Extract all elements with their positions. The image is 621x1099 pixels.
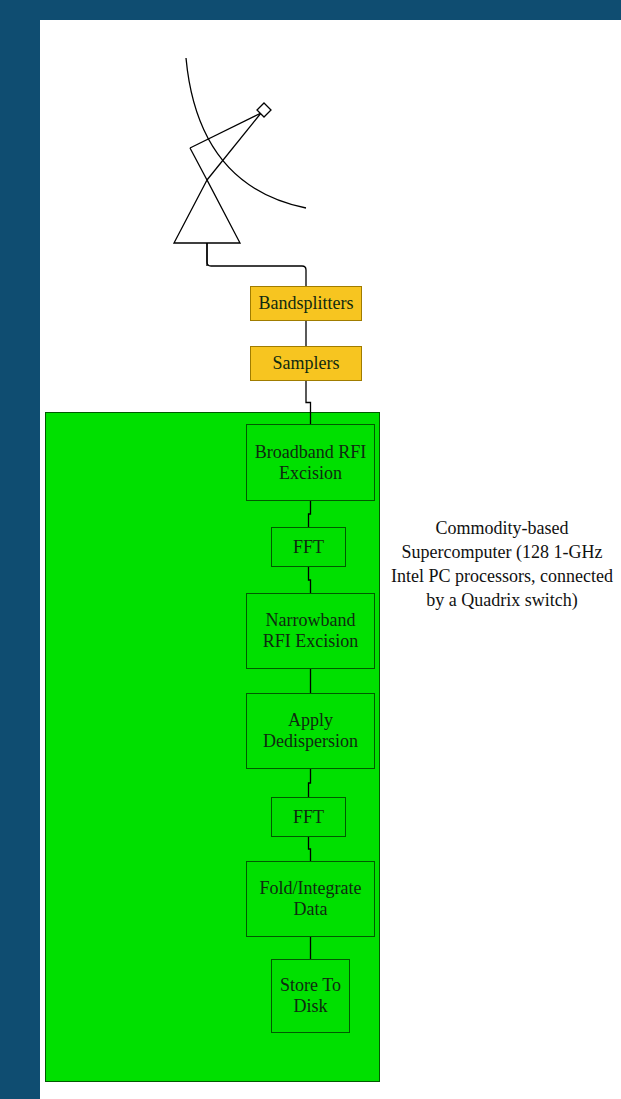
box-label: Fold/Integrate Data [247, 875, 374, 923]
process-box: FFT [271, 527, 346, 567]
process-box: Broadband RFI Excision [246, 424, 375, 501]
box-label: Apply Dedispersion [247, 707, 374, 755]
process-box: FFT [271, 797, 346, 837]
box-label: Broadband RFI Excision [247, 439, 374, 487]
feed-line [207, 243, 306, 286]
sampler-box: Samplers [250, 346, 362, 381]
box-label: Narrowband RFI Excision [247, 607, 374, 655]
process-box: Store To Disk [271, 959, 350, 1033]
box-label: Samplers [269, 350, 344, 377]
box-label: FFT [289, 534, 328, 561]
bandsplitter-box: Bandsplitters [250, 286, 362, 321]
box-label: FFT [289, 804, 328, 831]
box-label: Bandsplitters [255, 290, 358, 317]
box-label: Store To Disk [272, 972, 349, 1020]
region-label: Commodity-based Supercomputer (128 1-GHz… [382, 513, 621, 615]
supercomputer-region: Commodity-based Supercomputer (128 1-GHz… [45, 412, 380, 1082]
process-box: Apply Dedispersion [246, 693, 375, 769]
process-box: Fold/Integrate Data [246, 861, 375, 937]
connector-line [305, 321, 306, 346]
process-box: Narrowband RFI Excision [246, 593, 375, 669]
